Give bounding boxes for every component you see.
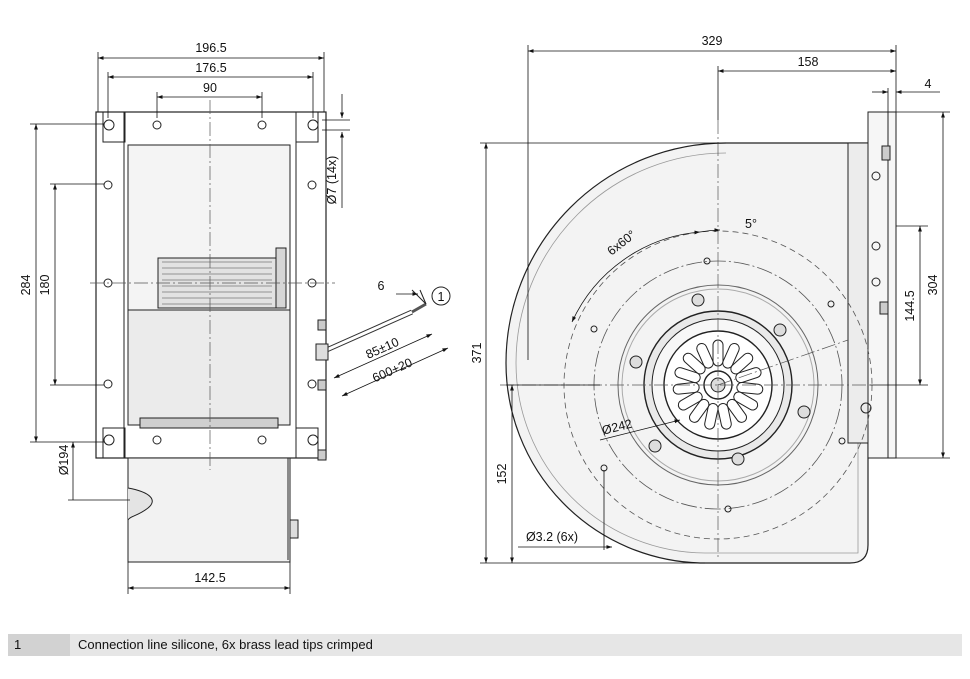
- callout-circle: [431, 286, 451, 306]
- dim-width-to-center: 158: [798, 55, 819, 69]
- callout-number: 1: [438, 290, 445, 304]
- note-text: Connection line silicone, 6x brass lead …: [78, 637, 373, 652]
- mounting-holes: [103, 119, 319, 446]
- dim-width-overall: 196.5: [195, 41, 226, 55]
- dim-front-height: 371: [470, 343, 484, 364]
- dim-height-overall: 284: [19, 275, 33, 296]
- dim-hole-size: Ø7 (14x): [325, 156, 339, 205]
- dim-outlet-width: 142.5: [194, 571, 225, 585]
- front-view-labels: 329 158 4 371 304 144.5 152 6x60° 5° Ø24…: [470, 34, 940, 544]
- note-number: 1: [8, 634, 70, 656]
- dim-hole-spacing-h: 90: [203, 81, 217, 95]
- note-row: 1 Connection line silicone, 6x brass lea…: [8, 634, 962, 656]
- dim-angle: 5°: [745, 217, 757, 231]
- dim-flange-height: 304: [926, 275, 940, 296]
- dim-width-mounting: 176.5: [195, 61, 226, 75]
- technical-drawing: 196.5 176.5 90 284 180 Ø194 142.5 Ø7 (14…: [19, 34, 950, 594]
- dim-hole-spacing-v: 180: [38, 275, 52, 296]
- dim-center-height: 152: [495, 464, 509, 485]
- front-view: [500, 111, 897, 564]
- dim-flange-center: 144.5: [903, 290, 917, 321]
- side-view: [90, 100, 451, 563]
- dim-lead-length: 600+20: [370, 355, 414, 385]
- dim-front-width: 329: [702, 34, 723, 48]
- dim-outlet-diameter: Ø194: [57, 445, 71, 476]
- dim-lead-strip: 85±10: [364, 335, 401, 362]
- side-view-dimensions: [30, 52, 449, 594]
- dim-mount-holes: Ø3.2 (6x): [526, 530, 578, 544]
- front-view-dimensions: [480, 45, 950, 564]
- dim-lead-diameter: 6: [378, 279, 385, 293]
- dim-flange-thickness: 4: [925, 77, 932, 91]
